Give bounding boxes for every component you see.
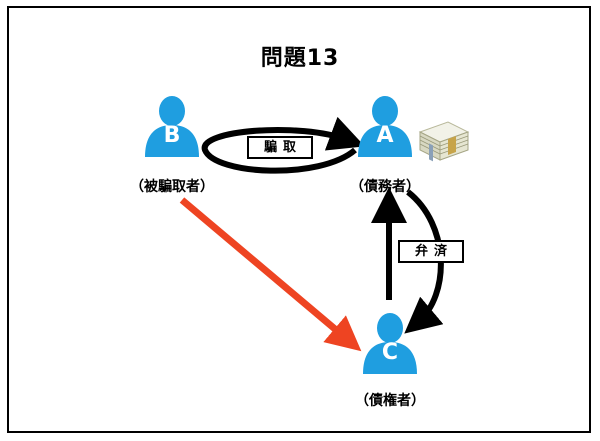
person-icon bbox=[358, 96, 412, 157]
arrow-b-to-a bbox=[201, 116, 365, 174]
person-b-letter: B bbox=[163, 123, 181, 148]
person-c-letter: C bbox=[381, 340, 399, 365]
slide-title: 問題13 bbox=[260, 46, 340, 71]
person-b: B bbox=[143, 95, 201, 157]
money-bundle-icon bbox=[418, 118, 470, 162]
slide-frame bbox=[7, 6, 591, 433]
person-c-caption: （債権者） bbox=[355, 393, 425, 409]
label-sakushu: 騙取 bbox=[247, 136, 313, 159]
person-a: A bbox=[356, 95, 414, 157]
person-a-letter: A bbox=[376, 123, 394, 148]
person-icon bbox=[145, 96, 199, 157]
person-icon bbox=[363, 313, 417, 374]
person-b-caption: （被騙取者） bbox=[130, 179, 214, 195]
label-bensai: 弁済 bbox=[398, 240, 464, 263]
person-c: C bbox=[361, 312, 419, 374]
person-a-caption: （債務者） bbox=[350, 179, 420, 195]
arrow-b-to-c bbox=[179, 197, 362, 352]
